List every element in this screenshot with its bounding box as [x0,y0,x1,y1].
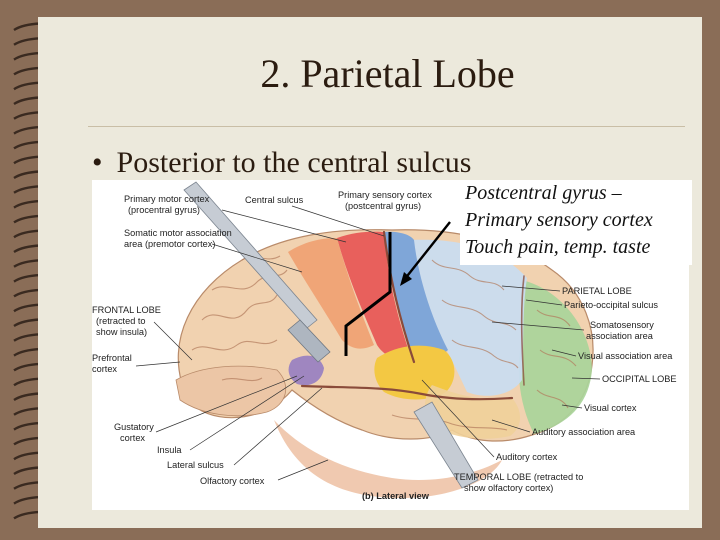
central-sulcus-marker [344,232,392,356]
gyrus-fold [221,377,263,382]
label-olfactory: Olfactory cortex [200,476,265,486]
figure-caption: (b) Lateral view [362,491,430,501]
arrow-head [400,272,412,286]
bullet-item: • Posterior to the central sulcus [92,146,471,180]
label-primary-sensory-1: Primary sensory cortex [338,190,432,200]
label-auditory-assoc: Auditory association area [532,427,636,437]
primary-sensory-region [384,231,448,364]
gyrus-fold [451,339,519,369]
arrow-icon [403,221,451,281]
label-parieto-occipital: Parieto-occipital sulcus [564,300,658,310]
bullet-text: Posterior to the central sulcus [116,146,472,179]
frontal-retractor [183,181,318,329]
label-frontal-lobe-1: FRONTAL LOBE [92,305,161,315]
label-primary-sensory-2: (postcentral gyrus) [345,201,421,211]
primary-motor-region [337,231,412,361]
frontal-retracted-region [175,365,287,417]
label-temporal-lobe-1: TEMPORAL LOBE (retracted to [454,472,583,482]
label-frontal-lobe-2: (retracted to [96,316,146,326]
insula-region [288,355,324,386]
callout-line-3: Touch pain, temp. taste [465,236,651,258]
gyrus-fold [431,259,505,291]
temporal-retracted-region [274,420,502,498]
central-sulcus-line [382,230,416,364]
label-gustatory-2: cortex [120,433,145,443]
temporal-retractor [413,401,479,489]
label-gustatory-1: Gustatory [114,422,154,432]
label-central-sulcus: Central sulcus [245,195,304,205]
lateral-sulcus-line [300,384,514,401]
bullet-dot-icon: • [92,146,103,179]
label-frontal-lobe-3: show insula) [96,327,147,337]
label-visual-assoc: Visual association area [578,351,673,361]
label-occipital-lobe: OCCIPITAL LOBE [602,374,677,384]
parieto-occipital-line [520,275,525,386]
label-lateral-sulcus: Lateral sulcus [167,460,224,470]
label-visual-cortex: Visual cortex [584,403,637,413]
label-insula: Insula [157,445,182,455]
callout-line-2: Primary sensory cortex [465,209,653,231]
parietal-association-region [412,239,527,396]
label-somatosensory-1: Somatosensory [590,320,654,330]
label-prefrontal-1: Prefrontal [92,353,132,363]
gyrus-fold [536,309,571,327]
callout-box: Postcentral gyrus – Primary sensory cort… [460,180,692,265]
label-temporal-lobe-2: show olfactory cortex) [464,483,553,493]
gyrus-fold [536,389,569,409]
frontal-retractor-tip [287,319,331,363]
brain-diagram: Primary motor cortex (procentral gyrus) … [92,181,677,501]
gyrus-fold [211,269,288,291]
occipital-region [518,280,592,434]
label-parietal-lobe: PARIETAL LOBE [562,286,632,296]
label-prefrontal-2: cortex [92,364,117,374]
brain-figure: Primary motor cortex (procentral gyrus) … [92,180,689,510]
label-auditory-cortex: Auditory cortex [496,452,558,462]
label-somatic-motor-2: area (premotor cortex) [124,239,215,249]
gyrus-fold [539,349,577,367]
label-primary-motor-1: Primary motor cortex [124,194,210,204]
label-somatic-motor-1: Somatic motor association [124,228,232,238]
label-primary-motor-2: (procentral gyrus) [128,205,200,215]
label-somatosensory-2: association area [586,331,654,341]
slide-title: 2. Parietal Lobe [260,51,515,96]
title-divider [88,126,685,127]
gyrus-fold [201,294,278,321]
gyrus-fold [391,414,508,431]
gyrus-fold [191,339,278,351]
gyrus-fold [441,299,517,331]
callout-line-1: Postcentral gyrus – [465,182,622,204]
